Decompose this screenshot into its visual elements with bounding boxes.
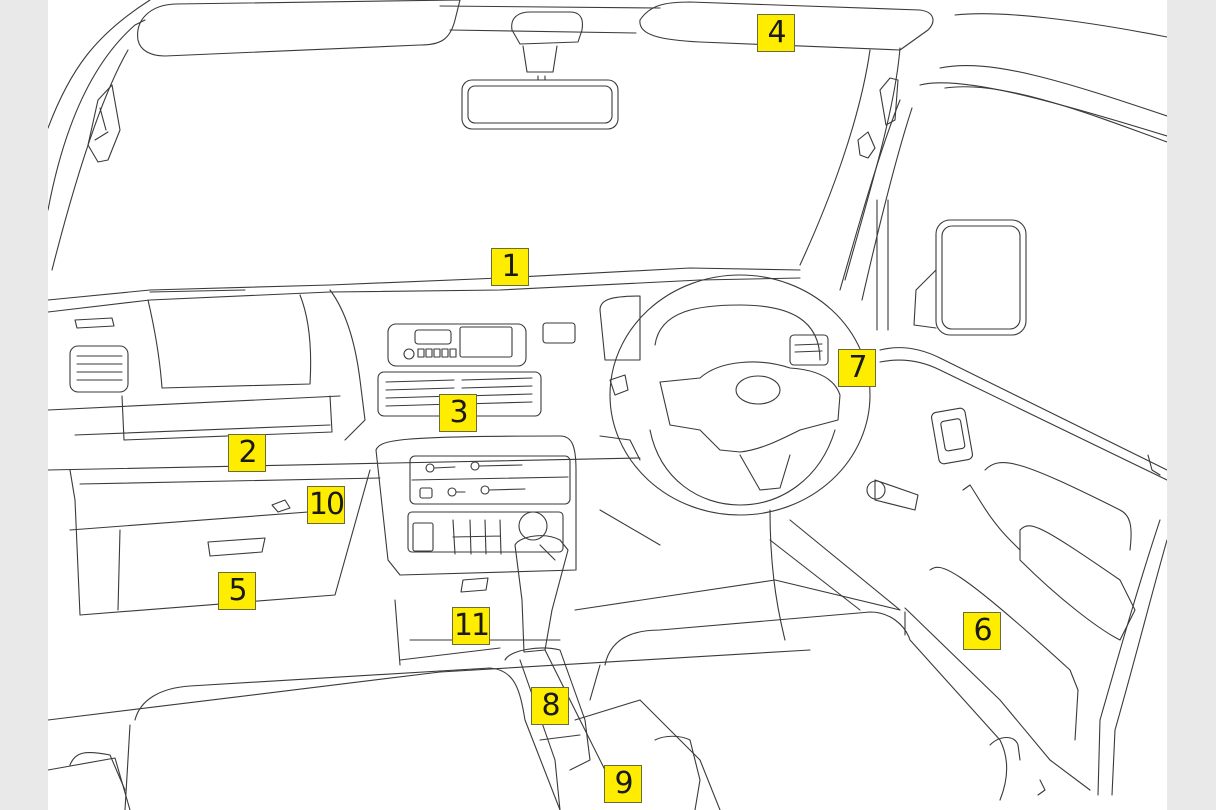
right-sun-visor [639,1,934,51]
callout-9[interactable]: 9 [604,765,642,803]
callout-label: 3 [449,395,468,430]
callout-label: 4 [767,15,786,50]
callout-label: 1 [501,249,520,284]
callout-5[interactable]: 5 [218,572,256,610]
steering-wheel [599,274,871,641]
callout-7[interactable]: 7 [838,349,876,387]
left-a-pillar [48,0,151,271]
callout-10[interactable]: 10 [307,486,345,524]
cabin-line-drawing [48,0,1167,810]
rear-view-mirror [461,11,619,130]
right-a-pillar [799,13,1167,331]
right-door [866,347,1167,796]
center-stack [375,322,577,593]
callout-1[interactable]: 1 [491,248,529,286]
callout-3[interactable]: 3 [439,394,477,432]
lower-trim [48,435,901,721]
callout-label: 11 [453,608,490,643]
callout-label: 10 [308,487,345,522]
callout-label: 5 [228,573,247,608]
callout-label: 9 [614,766,633,801]
side-mirror [913,219,1027,336]
callout-4[interactable]: 4 [757,14,795,52]
callout-label: 8 [541,688,560,723]
dashboard [48,267,801,616]
diagram-canvas: 1 2 3 4 5 6 7 8 9 10 11 [48,0,1167,810]
shift-lever [514,535,569,653]
callout-8[interactable]: 8 [531,687,569,725]
callout-label: 6 [973,613,992,648]
callout-label: 7 [848,350,867,385]
callout-11[interactable]: 11 [452,607,490,645]
callout-6[interactable]: 6 [963,612,1001,650]
left-sun-visor [137,0,461,57]
left-seat [48,667,561,810]
floor-console [394,599,721,810]
roof-trim [439,5,661,34]
callout-label: 2 [238,435,257,470]
callout-2[interactable]: 2 [228,434,266,472]
driver-vent [789,334,829,366]
right-seat [589,607,1091,801]
